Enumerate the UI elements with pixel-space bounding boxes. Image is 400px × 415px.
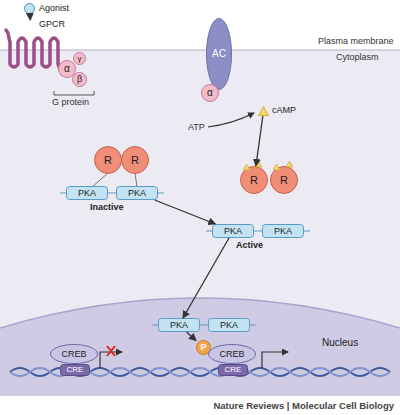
node-text: PKA <box>170 321 188 330</box>
transcription-arrow <box>262 352 288 368</box>
rect-shape <box>159 319 200 332</box>
camp-bound-mark <box>255 161 262 167</box>
rect-shape <box>219 365 248 376</box>
signal-arrow <box>256 116 263 166</box>
circle-shape <box>73 73 87 87</box>
camp-bound-mark <box>243 164 250 170</box>
node-text: P <box>200 343 206 352</box>
pka-catalytic-subunit: PKA <box>116 186 158 200</box>
pka-catalytic-subunit: PKA <box>262 224 304 238</box>
region-label: Plasma membrane <box>318 37 394 46</box>
node-text: CREB <box>219 350 244 359</box>
node-text: PKA <box>274 227 292 236</box>
rect-shape <box>209 319 250 332</box>
nucleus-compartment: Nucleus PKA PKA CREB CRE P CREB CRE <box>0 288 400 396</box>
creb-protein: CREB <box>50 344 98 364</box>
g-beta-subunit: β <box>72 72 87 87</box>
node-text: AC <box>212 49 226 59</box>
cre-element: CRE <box>60 364 90 376</box>
circle-shape <box>95 147 122 174</box>
node-text: γ <box>78 55 82 63</box>
node-outline <box>258 106 269 116</box>
node-text: R <box>131 155 139 166</box>
rect-shape <box>263 225 304 238</box>
circle-shape <box>122 147 149 174</box>
node-text: CRE <box>225 366 242 374</box>
g-gamma-subunit: γ <box>73 52 86 65</box>
g-alpha-subunit: α <box>201 84 219 102</box>
state-label: Inactive <box>90 203 124 212</box>
regulatory-subunit: R <box>270 166 298 194</box>
rect-shape <box>67 187 108 200</box>
node-text: PKA <box>128 189 146 198</box>
circle-shape <box>74 53 86 65</box>
node-text: R <box>104 155 112 166</box>
circle-shape <box>241 167 268 194</box>
signal-arrow <box>183 238 229 318</box>
node-text: α <box>207 88 213 98</box>
ellipse-shape <box>209 345 256 364</box>
node-text: Agonist <box>39 4 69 13</box>
triangle-shape <box>259 107 269 116</box>
node-text: PKA <box>78 189 96 198</box>
signal-arrow <box>187 332 196 341</box>
pka-catalytic-subunit: PKA <box>212 224 254 238</box>
pka-catalytic-subunit: PKA <box>158 318 200 332</box>
cre-element: CRE <box>218 364 248 376</box>
binding-stub <box>135 173 137 187</box>
node-text: α <box>64 64 70 74</box>
circle-shape <box>59 61 76 78</box>
region-label: Cytoplasm <box>336 53 379 62</box>
receptor-helices <box>6 30 62 72</box>
atp-conversion-arrow <box>208 113 254 127</box>
ellipse-shape <box>207 19 232 90</box>
inhibition-cross <box>107 346 115 356</box>
circle-shape <box>271 167 298 194</box>
node-text: Nucleus <box>322 338 358 348</box>
node-text: β <box>77 75 82 84</box>
rect-shape <box>117 187 158 200</box>
regulatory-subunit: R <box>94 146 122 174</box>
node-text: PKA <box>220 321 238 330</box>
adenylyl-cyclase: AC <box>206 18 232 90</box>
nucleus-fill <box>0 298 400 396</box>
rect-shape <box>61 365 90 376</box>
regulatory-subunit: R <box>121 146 149 174</box>
gpcr-receptor: GPCR <box>4 20 60 70</box>
creb-protein: CREB <box>208 344 256 364</box>
rect-shape <box>213 225 254 238</box>
blocked-transcription-arrow <box>100 352 122 368</box>
pka-catalytic-subunit: PKA <box>66 186 108 200</box>
node-text: CRE <box>67 366 84 374</box>
pka-catalytic-subunit: PKA <box>208 318 250 332</box>
molecule-label: ATP <box>188 123 205 132</box>
agonist-ligand: Agonist <box>24 3 35 14</box>
nuclear-envelope <box>0 298 400 328</box>
node-outline <box>24 3 35 14</box>
plasma-membrane-line <box>0 49 400 50</box>
node-text: GPCR <box>39 20 65 29</box>
node-text: R <box>280 175 288 186</box>
cytoplasm-area <box>0 50 400 396</box>
g-protein-bracket <box>54 91 94 95</box>
state-label: Active <box>236 241 263 250</box>
node-text: CREB <box>61 350 86 359</box>
node-text: R <box>250 175 258 186</box>
camp-bound-mark <box>286 161 293 167</box>
group-label: G protein <box>52 98 89 107</box>
regulatory-subunit: R <box>240 166 268 194</box>
camp-bound-mark <box>273 164 280 170</box>
camp-molecule: cAMP <box>258 106 269 116</box>
circle-shape <box>202 85 219 102</box>
binding-stub <box>92 173 108 187</box>
node-text: PKA <box>224 227 242 236</box>
node-text: cAMP <box>272 106 296 115</box>
signal-arrow <box>155 200 216 224</box>
ellipse-shape <box>51 345 98 364</box>
journal-caption: Nature Reviews | Molecular Cell Biology <box>213 401 394 411</box>
signal-arrow <box>29 14 31 20</box>
circle-shape <box>25 4 35 14</box>
